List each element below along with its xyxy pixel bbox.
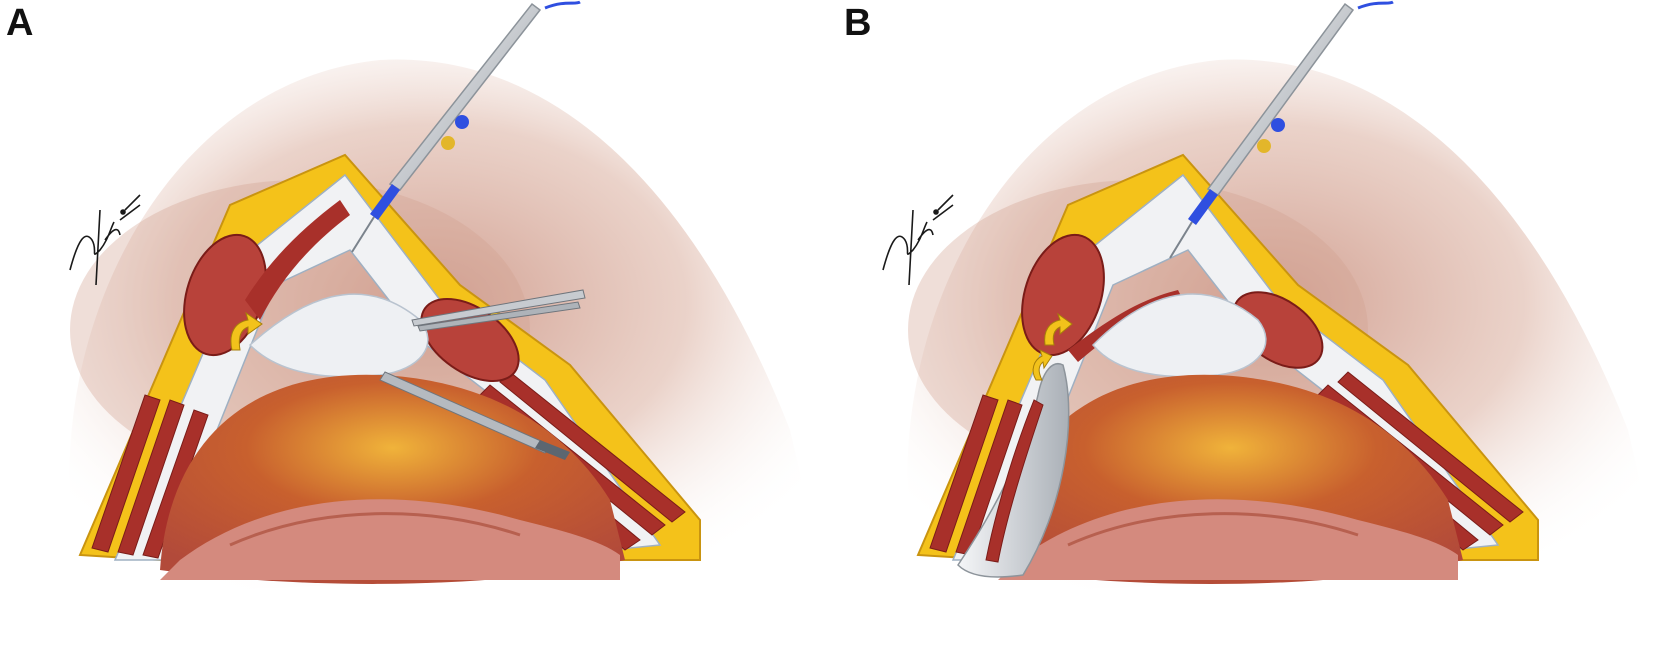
panel-label-a: A [6, 2, 34, 44]
left-muscle-bands [91, 394, 209, 559]
illustration-a [40, 0, 820, 600]
curved-arrow-icon [230, 311, 263, 351]
flap-muscle [985, 399, 1044, 563]
forceps-icon [379, 289, 586, 460]
panel-b: B [838, 0, 1675, 648]
illustration-b [878, 0, 1658, 600]
panel-a: A [0, 0, 837, 648]
signature-icon [882, 194, 954, 286]
electrocautery-pencil-icon [1169, 0, 1394, 259]
electrocautery-pencil-icon [351, 0, 581, 253]
hernia-sac [1091, 293, 1267, 378]
hernia-sac [248, 293, 429, 378]
curved-arrow-icon [1032, 349, 1053, 381]
signature-icon [69, 194, 141, 286]
curved-arrow-icon [1044, 312, 1073, 346]
panel-label-b: B [844, 2, 872, 44]
